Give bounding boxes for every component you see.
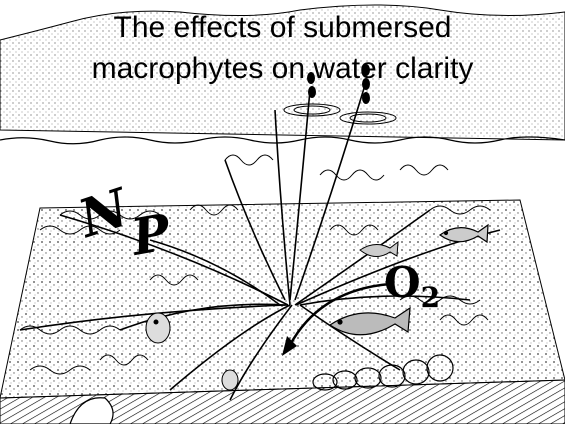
title-line-1: The effects of submersed [0, 12, 565, 44]
title-line-2: macrophytes on water clarity [0, 53, 565, 85]
oxygen-label: O2 [384, 258, 440, 314]
oxygen-symbol: O [384, 258, 421, 307]
oxygen-subscript: 2 [421, 281, 440, 314]
